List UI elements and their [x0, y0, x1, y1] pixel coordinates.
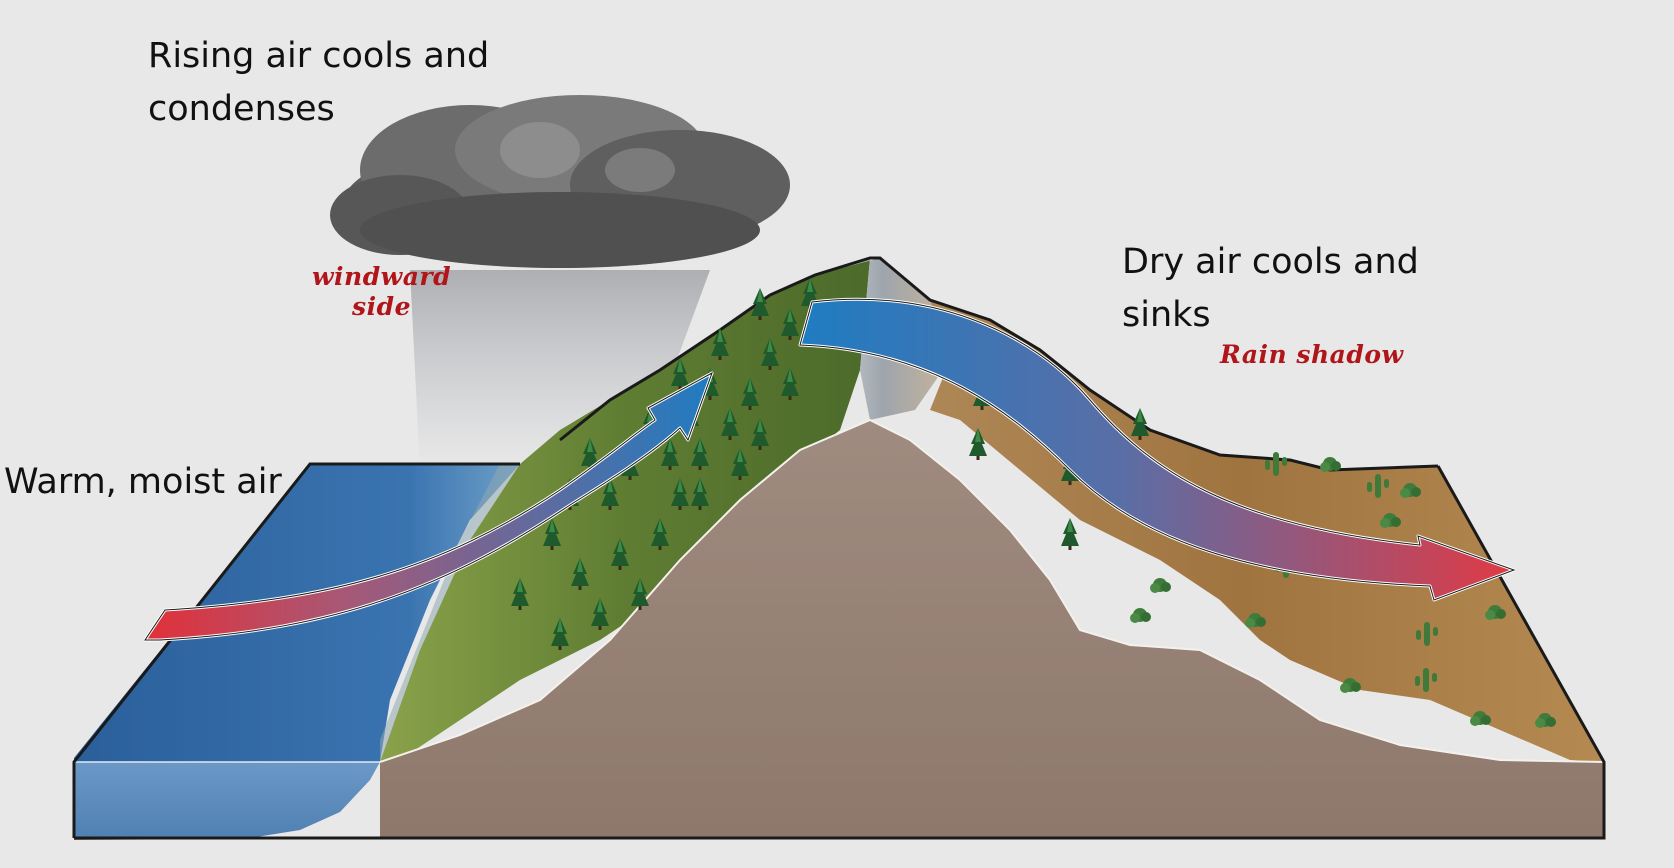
ocean-cross-section [74, 762, 380, 838]
dry-air-label-line1: Dry air cools and [1122, 242, 1419, 282]
windward-side-annotation: windward side [312, 262, 451, 322]
rain-shadow-annotation: Rain shadow [1220, 340, 1404, 369]
dry-air-label-line2: sinks [1122, 295, 1211, 335]
rising-air-label: Rising air cools and condenses [148, 30, 489, 136]
rising-air-label-line1: Rising air cools and [148, 36, 490, 76]
rising-air-label-line2: condenses [148, 89, 335, 129]
rain-cloud-icon [330, 95, 790, 268]
dry-air-label: Dry air cools and sinks [1122, 236, 1419, 342]
windward-annotation-line1: windward [312, 262, 452, 291]
soil-cross-section [74, 420, 1604, 840]
windward-annotation-line2: side [352, 292, 411, 321]
warm-moist-air-label: Warm, moist air [4, 462, 282, 502]
